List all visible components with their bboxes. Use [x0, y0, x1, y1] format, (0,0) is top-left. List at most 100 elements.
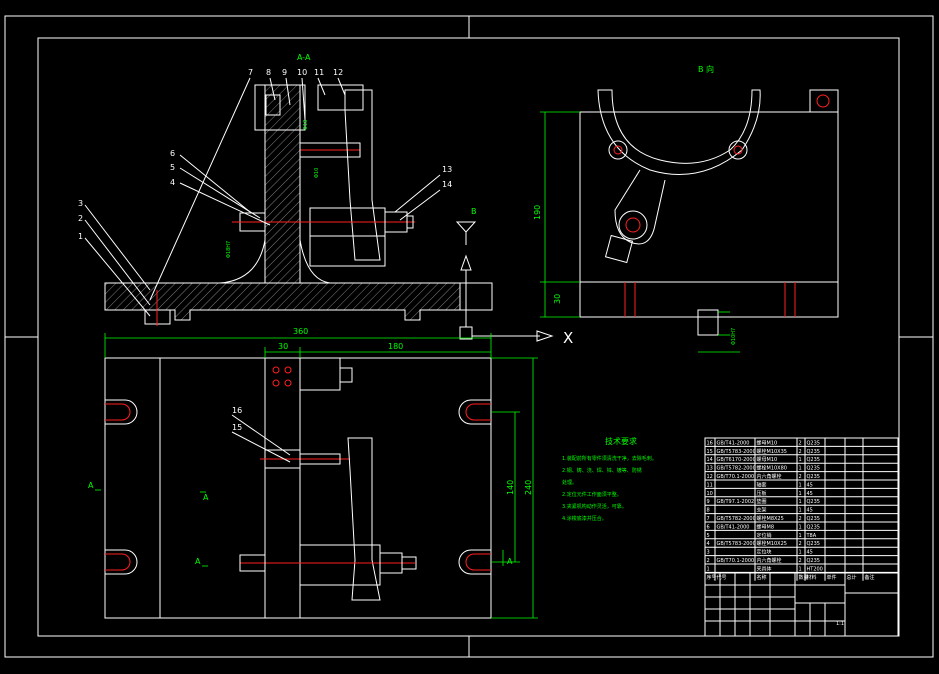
fit-dimension-4: Φ10H7	[731, 328, 737, 345]
section-mark-a-left-top: A	[88, 481, 94, 490]
bom-cell: GB/T41-2000	[717, 440, 750, 446]
part-number-16: 16	[232, 406, 242, 415]
bom-header-cell: 序号	[707, 574, 717, 581]
bom-cell: 2	[799, 541, 802, 547]
tech-requirements: 技术要求 1.装配前所有零件须清洗干净，去除毛刺。 2.钢、铸、浇、焊、锌、镀等…	[562, 436, 657, 522]
bom-cell: 7	[707, 516, 710, 522]
bom-cell: 14	[707, 457, 713, 463]
bom-header-cell: 代号	[717, 574, 727, 581]
bom-cell: 螺栓M10X80	[757, 465, 787, 472]
scale-cell: 1:1	[836, 621, 844, 627]
bom-cell: 2	[799, 474, 802, 480]
bom-cell: 垫圈	[757, 498, 767, 505]
bom-header-cell: 单件	[827, 574, 837, 581]
bom-cell: 15	[707, 449, 713, 455]
bom-cell: GB/T70.1-2000	[717, 558, 755, 564]
part-number-10: 10	[297, 68, 307, 77]
bom-header: 序号代号名称数量材料单件总计备注	[707, 574, 875, 581]
fit-dimension-3: Φ18	[303, 120, 309, 130]
bom-cell: 螺栓M10X35	[757, 448, 787, 455]
part-number-9: 9	[282, 68, 287, 77]
tech-requirement-line: 3.夹紧机构动作灵活，可靠。	[562, 503, 627, 510]
base-plate-end	[459, 282, 493, 311]
view-b-arrow-label: B	[471, 207, 477, 216]
top-view: 16 15 A A A A 360 30 180 140 240	[88, 327, 538, 619]
view-direction: B X	[455, 207, 573, 347]
bom-cell: Q235	[807, 457, 820, 463]
bom-cell: 4	[707, 541, 710, 547]
bom-cell: 45	[807, 550, 813, 556]
top-view-arm	[347, 437, 381, 601]
title-block: 1:1	[705, 572, 898, 636]
bom-header-cell: 材料	[807, 574, 817, 581]
dim-140: 140	[506, 480, 515, 495]
bom-header-cell: 总计	[847, 574, 857, 581]
bom-cell: 1	[799, 457, 802, 463]
bom-cell: 内六角螺栓	[757, 473, 782, 480]
bom-cell: 3	[707, 550, 710, 556]
bom-cell: 45	[807, 482, 813, 488]
bom-cell: GB/T97.1-2002	[717, 499, 755, 505]
bom-cell: 1	[799, 499, 802, 505]
bom-cell: 压板	[757, 490, 767, 497]
part-number-7: 7	[248, 68, 253, 77]
bom-cell: Q235	[807, 524, 820, 530]
bom-cell: 定位块	[757, 549, 772, 556]
swing-arm	[344, 89, 381, 261]
dim-240: 240	[524, 480, 533, 495]
bom-header-cell: 名称	[757, 574, 767, 581]
bom-cell: 螺母M10	[757, 439, 778, 446]
bom-cell: 10	[707, 491, 713, 497]
tech-requirement-line: 1.装配前所有零件须清洗干净，去除毛刺。	[562, 455, 657, 462]
bom-cell: 1	[799, 508, 802, 514]
bom-cell: 13	[707, 466, 713, 472]
bom-cell: 5	[707, 533, 710, 539]
bom-cell: HT200	[807, 566, 823, 572]
bom-cell: 2	[799, 516, 802, 522]
bom-cell: Q235	[807, 516, 820, 522]
section-mark-a-right: A	[507, 557, 513, 566]
bom-cell: 1	[799, 524, 802, 530]
bom-cell: GB/T5783-2000	[717, 541, 756, 547]
bom-cell: 2	[799, 449, 802, 455]
part-number-14: 14	[442, 180, 452, 189]
bom-header-cell: 备注	[865, 574, 875, 581]
bom-cell: GB/T6170-2000	[717, 457, 756, 463]
bom-cell: 2	[799, 440, 802, 446]
bom-cell: 螺母M10	[757, 456, 778, 463]
bom-cell: GB/T5782-2000	[717, 466, 756, 472]
part-number-11: 11	[314, 68, 324, 77]
bom-cell: Q235	[807, 474, 820, 480]
fit-dimension-2: Φ10	[314, 168, 320, 178]
bom-cell: 1	[799, 482, 802, 488]
top-view-base	[104, 357, 492, 619]
bom-cell: 支架	[757, 507, 767, 514]
part-number-1: 1	[78, 232, 83, 241]
axis-x-label: X	[563, 329, 573, 347]
bom-cell: 1	[707, 566, 710, 572]
bom-cell: Q235	[807, 466, 820, 472]
bom-cell: T8A	[806, 533, 817, 539]
bom-cell: 1	[799, 491, 802, 497]
bom-cell: Q235	[807, 449, 820, 455]
bom-cell: 定位销	[757, 532, 772, 539]
tech-requirement-line: 处理。	[562, 479, 577, 486]
section-view-a-a: A-A	[78, 53, 493, 326]
bom-cell: 16	[707, 440, 713, 446]
view-b: B 向 190 30 Φ10H7	[533, 64, 839, 353]
fit-dimension-1: Φ18H7	[226, 241, 232, 258]
view-b-title: B 向	[698, 64, 714, 74]
bom-cell: 螺栓M10X25	[757, 540, 787, 547]
